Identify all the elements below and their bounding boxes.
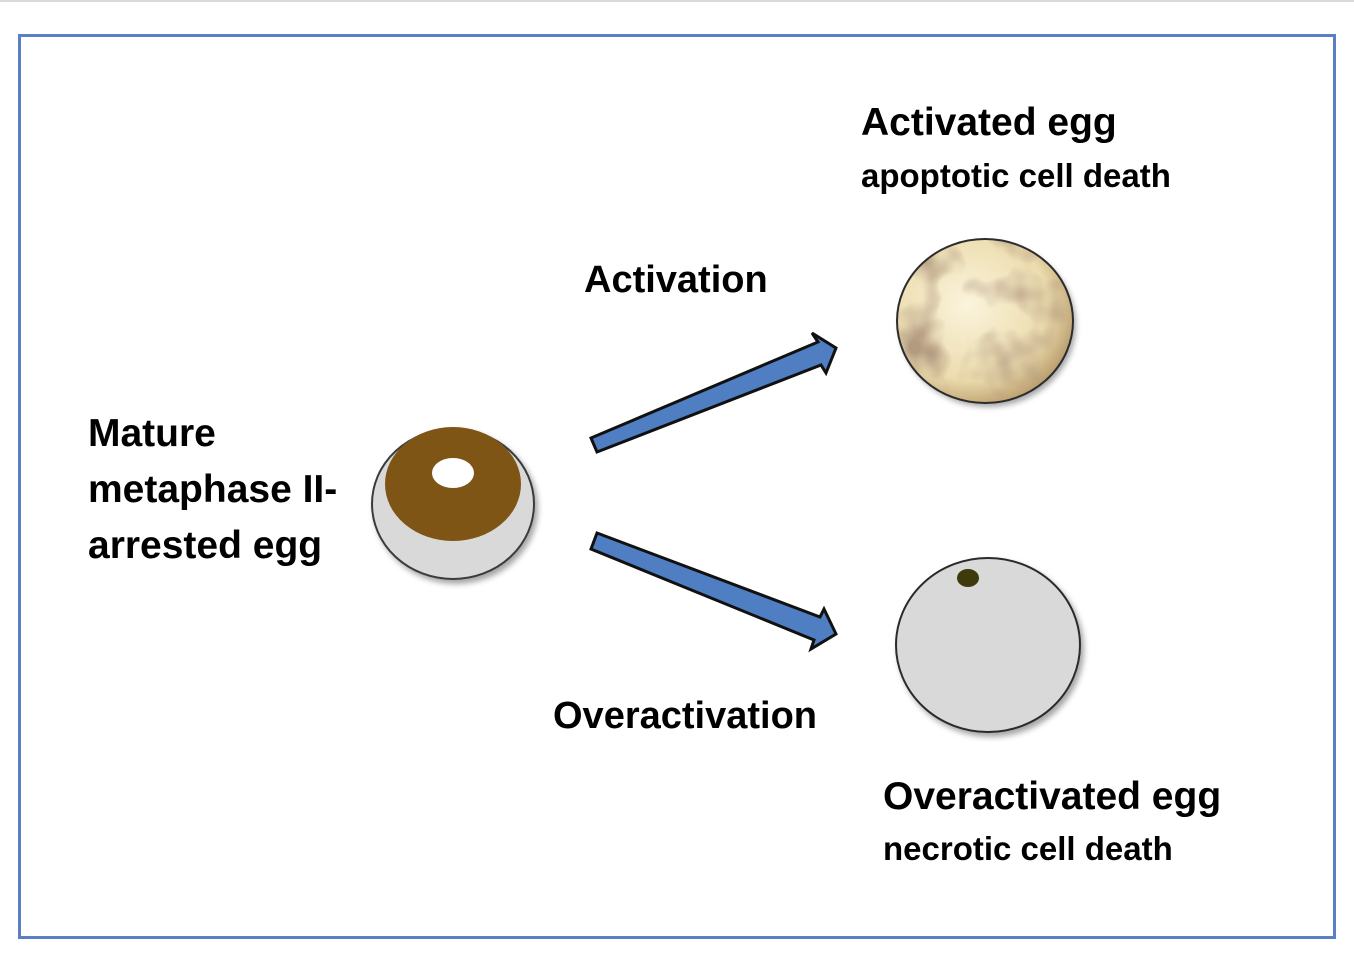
mature-egg	[371, 427, 535, 580]
necrotic-egg-nucleus	[957, 569, 979, 587]
diagram-frame	[18, 34, 1336, 939]
overactivation-label: Overactivation	[553, 695, 817, 737]
mature-egg-label-line-2: metaphase II-	[88, 468, 338, 511]
apoptotic-egg-mottling	[897, 239, 1073, 403]
mature-egg-label-line-1: Mature	[88, 412, 216, 455]
overactivation-arrow	[589, 531, 838, 653]
activation-arrow	[589, 331, 838, 454]
overactivated-egg-title: Overactivated egg	[883, 775, 1222, 818]
top-rule	[0, 0, 1354, 2]
apoptotic-egg-outline	[896, 238, 1074, 404]
mature-egg-label: Mature metaphase II- arrested egg	[88, 406, 337, 574]
activation-label: Activation	[584, 259, 768, 301]
activated-egg-subtitle: apoptotic cell death	[861, 157, 1171, 194]
mature-egg-label-line-3: arrested egg	[88, 524, 323, 567]
egg-nucleus	[432, 458, 474, 488]
activated-egg-title: Activated egg	[861, 101, 1117, 144]
overactivated-egg-subtitle: necrotic cell death	[883, 830, 1173, 867]
necrotic-egg	[895, 557, 1081, 733]
